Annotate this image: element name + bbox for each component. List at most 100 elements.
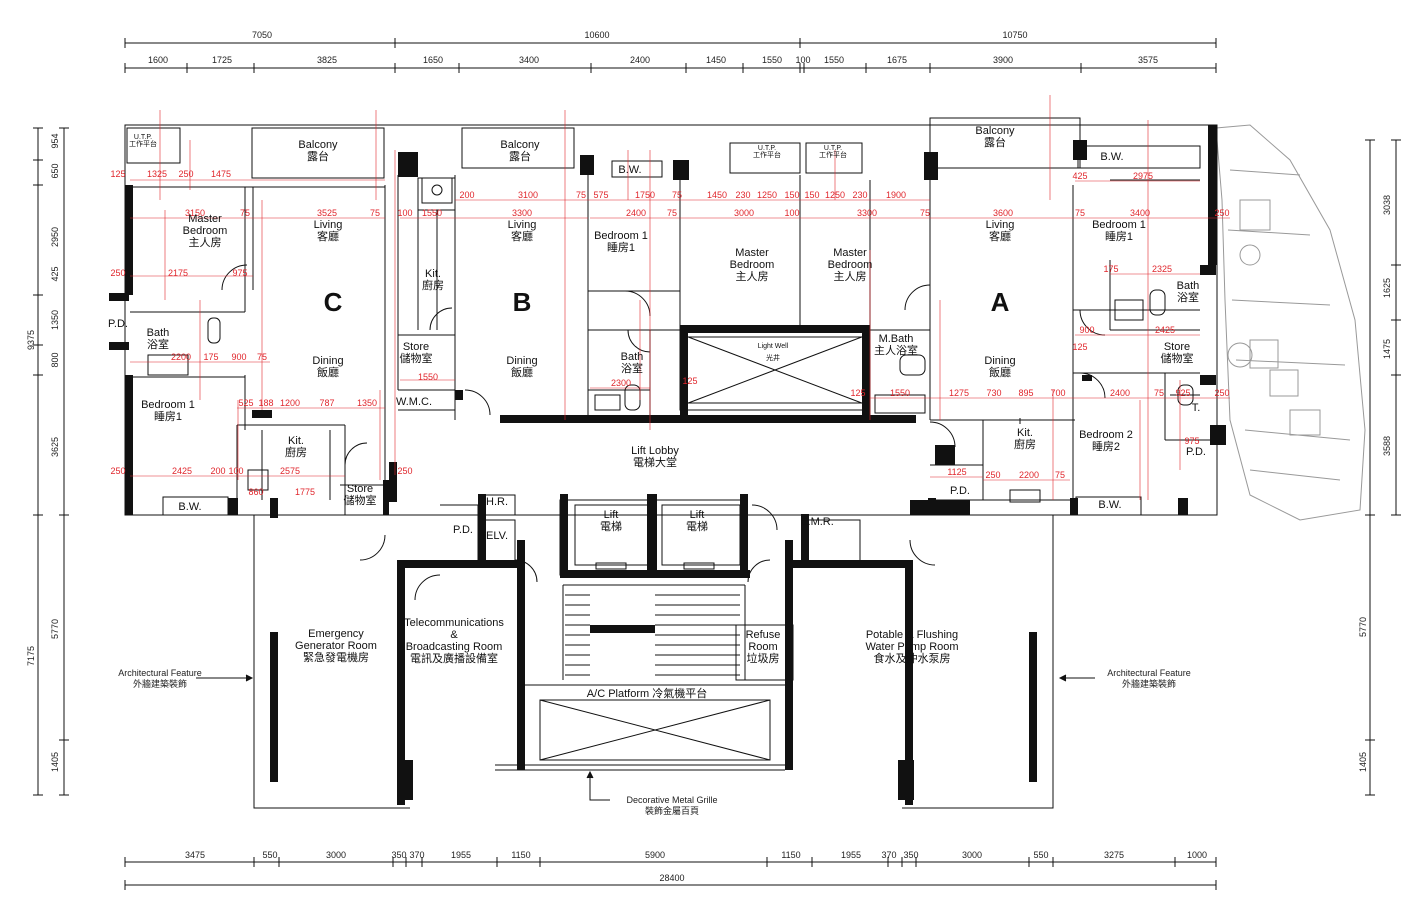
note-line: 外牆建築裝飾 xyxy=(1122,678,1176,689)
red-dimension-value: 3300 xyxy=(512,208,532,218)
red-dimension-value: 3600 xyxy=(993,208,1013,218)
dimension-value: 1450 xyxy=(706,55,726,65)
red-dimension-value: 100 xyxy=(397,208,412,218)
dimension-value: 3400 xyxy=(519,55,539,65)
dimension-value: 1725 xyxy=(212,55,232,65)
red-dimension-value: 2575 xyxy=(280,466,300,476)
red-dimension-value: 895 xyxy=(1018,388,1033,398)
small-label: B.W. xyxy=(1100,151,1123,163)
red-dimension-value: 230 xyxy=(852,190,867,200)
unit-letter-a: A xyxy=(991,287,1010,317)
room-telecom: Telecommunications&Broadcasting Room電訊及廣… xyxy=(404,617,504,665)
room-labels: Balcony露台Balcony露台Balcony露台MasterBedroom… xyxy=(141,125,1199,665)
room-label-line: M.Bath xyxy=(879,333,914,345)
dimension-value: 3275 xyxy=(1104,850,1124,860)
note-line: Architectural Feature xyxy=(118,668,202,678)
dimension-value: 7050 xyxy=(252,30,272,40)
red-dimension-value: 150 xyxy=(804,190,819,200)
small-label: U.T.P. xyxy=(134,134,152,141)
structural-walls xyxy=(109,125,1226,805)
note-line: 裝飾金屬百頁 xyxy=(645,805,699,816)
red-dimension-value: 75 xyxy=(672,190,682,200)
red-dimension-value: 75 xyxy=(1055,470,1065,480)
room-label-line: Kit. xyxy=(1017,427,1033,439)
dimension-value: 800 xyxy=(50,352,60,367)
red-dimension-value: 1125 xyxy=(947,467,966,477)
room-label-line: Master xyxy=(188,213,222,225)
red-dimension-value: 1200 xyxy=(280,398,300,408)
dimension-value: 550 xyxy=(1033,850,1048,860)
red-dimension-value: 250 xyxy=(178,169,193,179)
small-label: T. xyxy=(1192,402,1201,414)
room-label-line: 儲物室 xyxy=(1161,351,1194,365)
dimension-rails xyxy=(37,42,1397,886)
red-dimension-value: 250 xyxy=(110,466,125,476)
room-label-line: Master xyxy=(833,247,867,259)
room-label-line: Living xyxy=(986,219,1015,231)
room-label-line: Lift xyxy=(690,509,705,521)
room-label-line: Bedroom 1 xyxy=(141,399,195,411)
small-label: ELV. xyxy=(486,530,508,542)
red-dimension-value: 860 xyxy=(248,487,263,497)
red-dimension-value: 125 xyxy=(682,376,697,386)
red-dimension-value: 75 xyxy=(1075,208,1085,218)
room-label-line: 廚房 xyxy=(1014,437,1036,451)
room-label-line: Bath xyxy=(147,327,170,339)
unit-letter-c: C xyxy=(324,287,343,317)
room-label-line: Telecommunications xyxy=(404,617,504,629)
dimension-value: 28400 xyxy=(659,873,684,883)
room-label-line: 露台 xyxy=(307,149,329,163)
red-dimension-value: 1275 xyxy=(949,388,969,398)
unit-letter-b: B xyxy=(513,287,532,317)
small-label: P.D. xyxy=(1186,446,1206,458)
red-dimension-value: 3150 xyxy=(185,208,205,218)
red-dimension-value: 1350 xyxy=(357,398,377,408)
room-label-line: Bath xyxy=(621,351,644,363)
room-label-line: 露台 xyxy=(509,149,531,163)
red-dimension-value: 2300 xyxy=(611,378,631,388)
red-dimension-value: 1550 xyxy=(418,372,438,382)
room-label-line: Lift xyxy=(604,509,619,521)
room-label-line: 飯廳 xyxy=(511,365,533,379)
note-line: Decorative Metal Grille xyxy=(626,795,717,805)
dimension-value: 1600 xyxy=(148,55,168,65)
dimension-value: 3000 xyxy=(962,850,982,860)
dimension-value: 3825 xyxy=(317,55,337,65)
small-label: B.W. xyxy=(178,501,201,513)
room-label-line: 緊急發電機房 xyxy=(303,650,369,664)
room-label-line: Water Pump Room xyxy=(865,641,958,653)
dimension-value: 1000 xyxy=(1187,850,1207,860)
red-dimension-value: 125 xyxy=(850,388,865,398)
dimension-value: 1955 xyxy=(841,850,861,860)
red-dimension-value: 75 xyxy=(370,208,380,218)
dimension-ticks xyxy=(33,38,1401,890)
red-dimension-value: 900 xyxy=(1079,325,1094,335)
red-dimension-value: 3100 xyxy=(518,190,538,200)
room-label-line: 睡房2 xyxy=(1092,440,1120,453)
dimension-value: 2400 xyxy=(630,55,650,65)
red-dimension-value: 200 xyxy=(210,466,225,476)
leader-lines xyxy=(196,674,1095,801)
room-label-line: 電梯 xyxy=(686,520,708,533)
adjacent-building-sketch xyxy=(1215,124,1366,521)
dimension-value: 2950 xyxy=(50,227,60,247)
dimension-value: 10750 xyxy=(1002,30,1027,40)
